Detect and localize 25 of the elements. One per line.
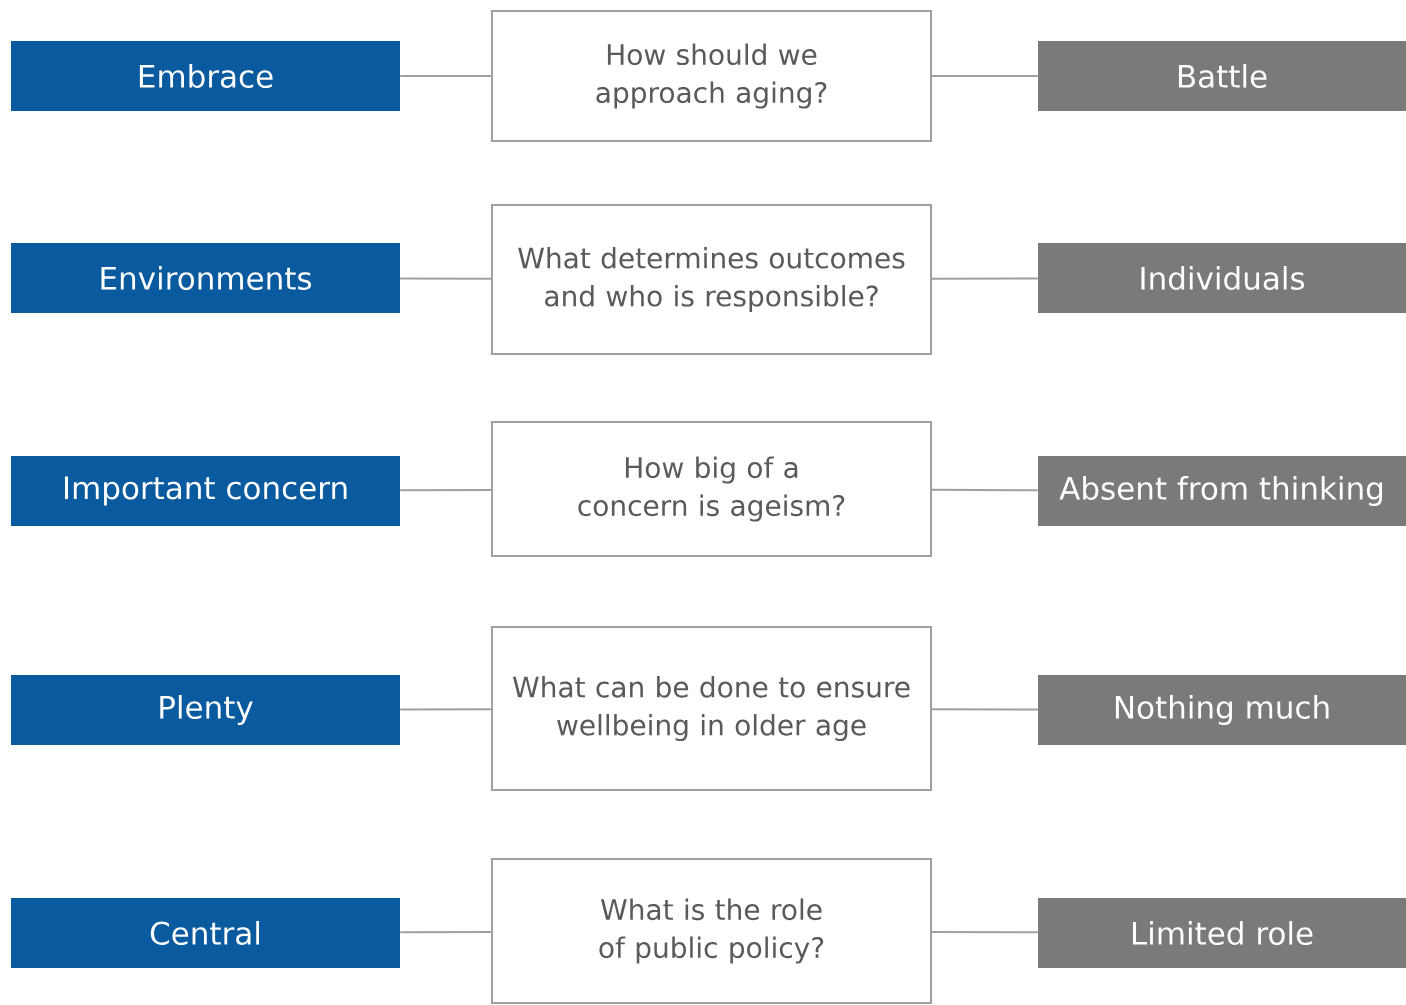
answer-box: Plenty xyxy=(11,675,400,745)
connector-line xyxy=(931,930,1039,934)
answer-box: Embrace xyxy=(11,41,400,111)
answer-box: Important concern xyxy=(11,456,400,526)
answer-box: Individuals xyxy=(1038,243,1406,313)
question-box: What can be done to ensure wellbeing in older age xyxy=(491,626,932,791)
connector-line xyxy=(931,277,1039,280)
answer-box: Nothing much xyxy=(1038,675,1406,745)
answer-box: Limited role xyxy=(1038,898,1406,968)
answer-box: Environments xyxy=(11,243,400,313)
connector-line xyxy=(399,75,492,77)
answer-box: Battle xyxy=(1038,41,1406,111)
connector-line xyxy=(399,488,492,492)
answer-box: Absent from thinking xyxy=(1038,456,1406,526)
question-box: How big of a concern is ageism? xyxy=(491,421,932,557)
connector-line xyxy=(931,488,1039,492)
answer-box: Central xyxy=(11,898,400,968)
connector-line xyxy=(931,708,1039,711)
question-box: What is the role of public policy? xyxy=(491,858,932,1004)
question-box: How should we approach aging? xyxy=(491,10,932,142)
connector-line xyxy=(931,75,1039,77)
connector-line xyxy=(399,930,492,934)
connector-line xyxy=(399,708,492,711)
question-box: What determines outcomes and who is responsible? xyxy=(491,204,932,355)
connector-line xyxy=(399,277,492,280)
